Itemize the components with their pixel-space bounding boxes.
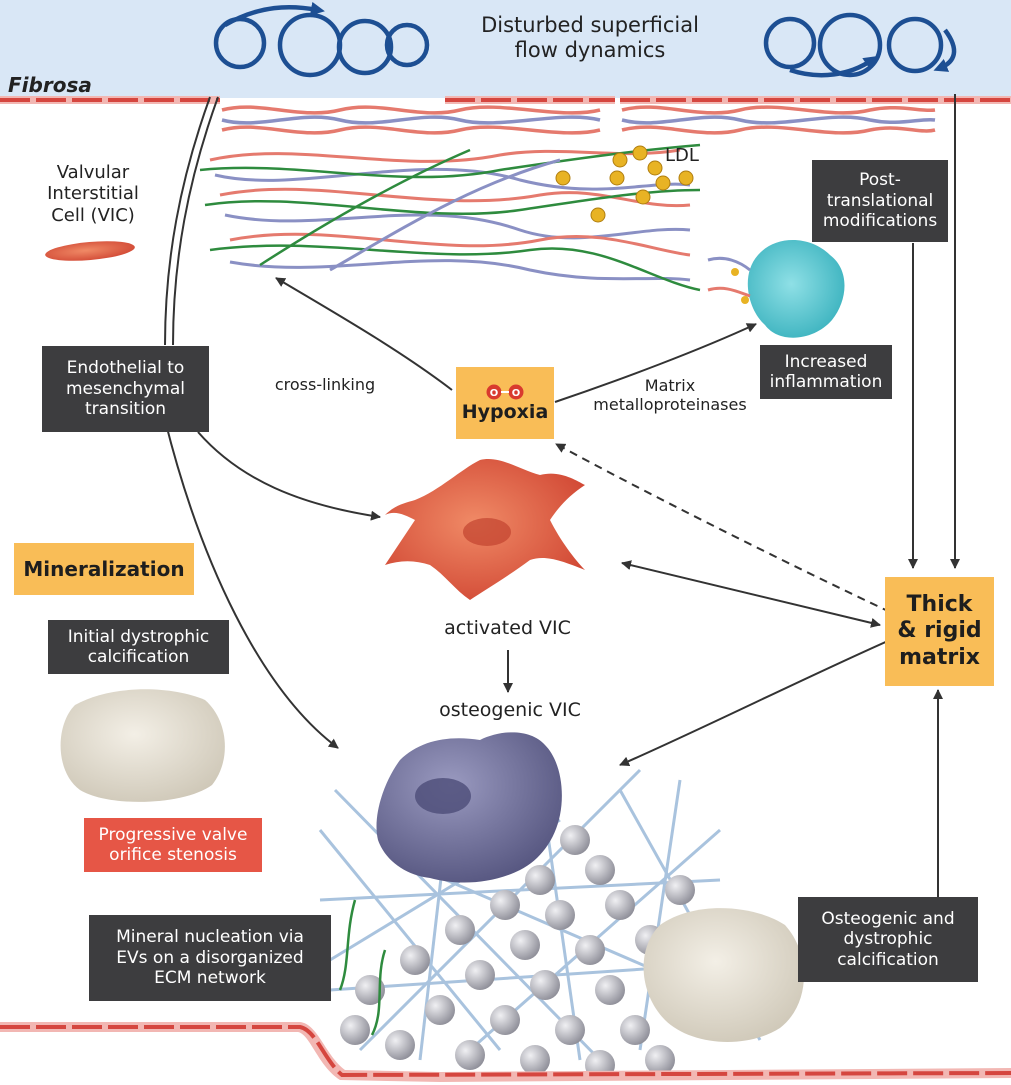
stenosis-box: Progressive valve orifice stenosis — [84, 818, 262, 872]
vic-cell-small — [45, 241, 135, 261]
ecm-fibers — [199, 143, 701, 292]
osteogenic-vic-cell — [376, 732, 562, 883]
calcified-nodule — [643, 908, 804, 1042]
green-strands — [338, 899, 387, 1036]
flow-dynamics-label: Disturbed superficial flow dynamics — [481, 12, 699, 62]
mmp-label: Matrix metalloproteinases — [593, 375, 747, 414]
initial-calcification-box: Initial dystrophic calcification — [48, 620, 229, 674]
svg-text:O: O — [512, 388, 521, 399]
activated-vic-label: activated VIC — [444, 616, 571, 639]
arrow-matrix-to-osteogenic-vic — [619, 639, 891, 766]
emt-box: Endothelial to mesenchymal transition — [42, 346, 209, 432]
arrow-emt-to-osteogenic-vic — [164, 419, 339, 749]
hypoxia-label: Hypoxia — [461, 400, 549, 423]
arrow-hypoxia-to-inflammation — [554, 323, 757, 403]
ldl-label: LDL — [665, 145, 699, 167]
mineral-nucleation-box: Mineral nucleation via EVs on a disorgan… — [89, 915, 331, 1001]
osteo-dystrophic-box: Osteogenic and dystrophic calcification — [798, 897, 978, 982]
arrow-hypoxia-to-crosslinking — [275, 277, 453, 391]
ldl-particles — [555, 145, 694, 223]
mineralization-box: Mineralization — [14, 543, 194, 595]
osteogenic-vic-label: osteogenic VIC — [439, 698, 581, 721]
endothelium-top — [0, 96, 1011, 104]
macrophage — [707, 240, 845, 338]
post-translational-box: Post- translational modifications — [812, 160, 948, 242]
arrow-matrix-activated-vic — [621, 560, 881, 628]
fibrosa-label: Fibrosa — [8, 73, 92, 97]
emt-lines — [164, 96, 219, 346]
arrow-emt-to-activated-vic — [197, 431, 381, 521]
hypoxia-box: O O Hypoxia — [456, 367, 554, 439]
crosslinking-label: cross-linking — [274, 375, 376, 395]
arrow-matrix-to-hypoxia — [555, 443, 891, 613]
oxygen-molecule-icon: O O — [486, 384, 524, 400]
collagen-top — [221, 105, 936, 135]
thick-rigid-matrix-box: Thick & rigid matrix — [885, 577, 994, 686]
inflammation-box: Increased inflammation — [760, 345, 892, 399]
pathway-arrows — [164, 94, 960, 897]
vic-label: Valvular Interstitial Cell (VIC) — [47, 161, 139, 226]
flow-vortices — [213, 1, 957, 78]
initial-calcification-stone — [60, 689, 225, 802]
activated-vic-cell — [385, 458, 585, 600]
svg-text:O: O — [490, 388, 499, 399]
endothelium-bottom — [0, 1022, 1011, 1082]
